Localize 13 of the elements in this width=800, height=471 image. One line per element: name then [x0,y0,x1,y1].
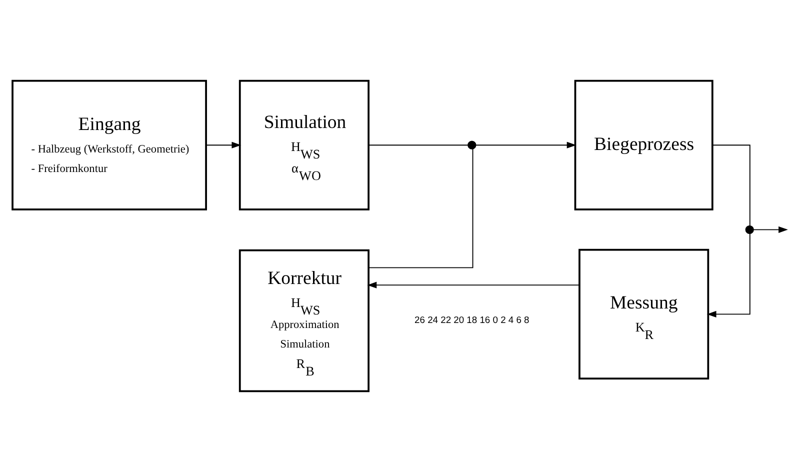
arrow [752,226,788,232]
arrow [706,232,750,317]
arrow [206,141,242,148]
node-circle [468,140,476,149]
label: 26 24 22 20 18 16 0 2 4 6 8 [414,314,530,325]
connector [712,144,750,226]
connector [368,144,469,146]
arrow [367,281,580,288]
arrow [475,141,576,148]
node-circle [745,224,754,234]
node-box: Eingang - Halbzeug (Werkstoff, Geometrie) - Freiformkontur [12,79,207,210]
node-box: Biegeprozess [574,79,714,210]
connector [368,147,474,268]
